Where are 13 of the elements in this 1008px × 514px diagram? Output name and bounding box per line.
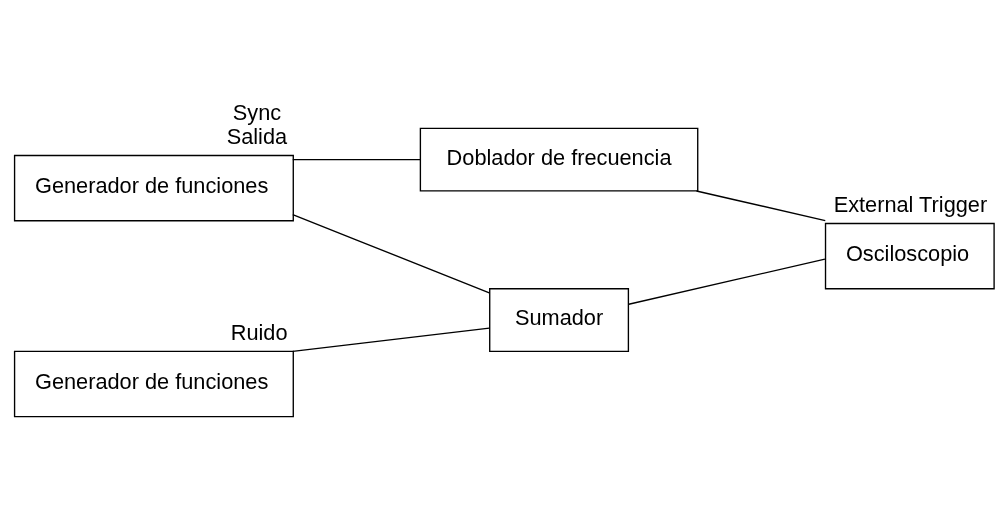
connector [695, 189, 826, 221]
node-box: Sumador [489, 287, 630, 352]
connector [292, 213, 490, 293]
node-label: External Trigger [833, 191, 988, 217]
node-box: Osciloscopio [824, 222, 995, 289]
node-box: Doblador de frecuencia [419, 127, 699, 192]
node-box: Generador de funciones [13, 350, 294, 417]
node-label: Sync [232, 99, 282, 125]
connector [628, 257, 826, 305]
connector [292, 326, 490, 352]
node-box: Generador de funciones [13, 154, 294, 221]
node-label: Ruido [230, 319, 288, 345]
connector [292, 158, 421, 160]
